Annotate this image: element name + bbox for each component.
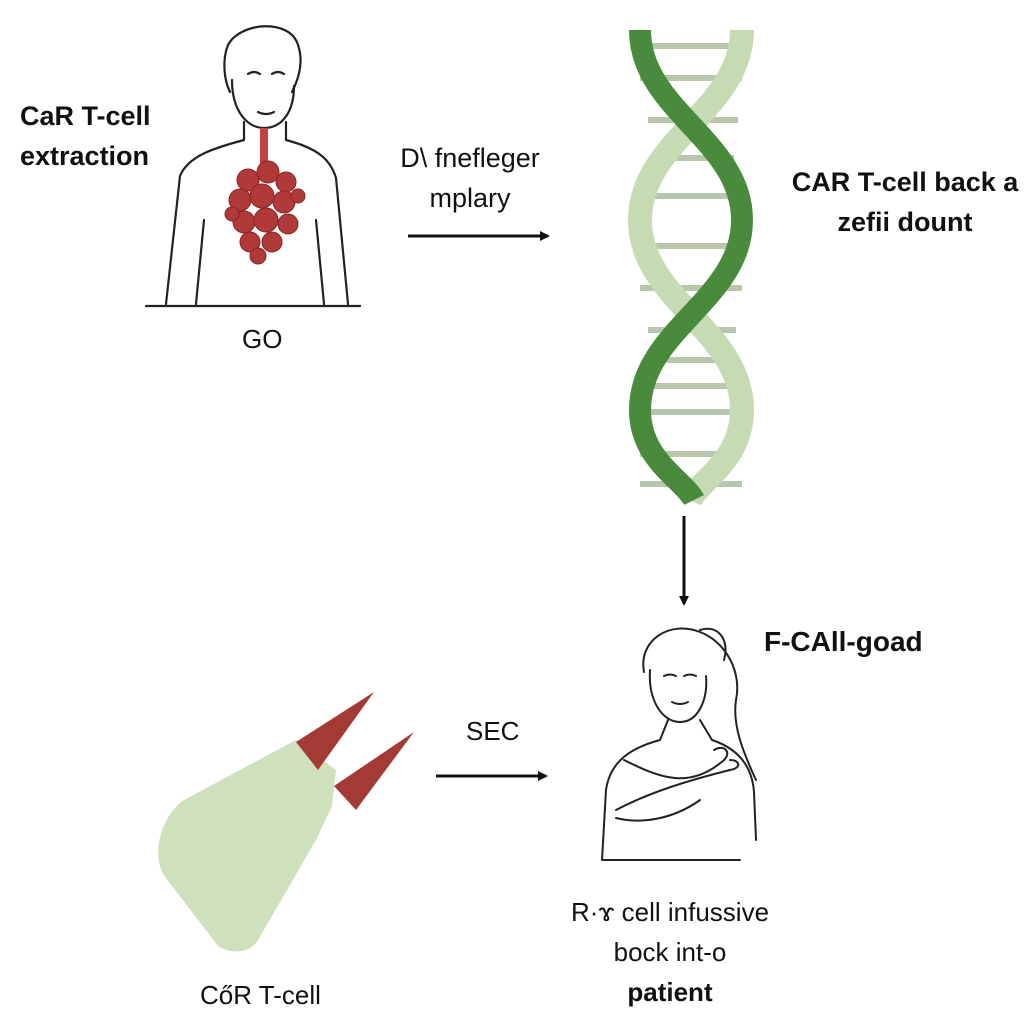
bag-caption: CőR T-cell [200,980,321,1010]
return-label: CAR T-cell back a zefii dount [780,162,1024,242]
infusion-label-line3: patient [627,977,713,1007]
extraction-label: CaR T-cell extraction [20,96,151,176]
return-label-line1: CAR T-cell back a [791,167,1019,197]
male-figure-icon [144,25,362,308]
bag-arrow-label: SEC [466,716,520,746]
extraction-label-line1: CaR T-cell [20,101,151,131]
modification-label-line2: mplary [429,183,511,213]
organ-cluster-icon [224,128,306,265]
dna-helix-icon [627,29,755,507]
modification-label: D\ fnefleger mplary [380,138,560,218]
extraction-label-line2: extraction [20,141,150,171]
return-label-line2: zefii dount [837,207,973,237]
extraction-caption: GO [242,324,283,354]
patient-figure-icon [601,627,757,861]
patient-label: F-CAll-goad [764,626,923,657]
infusion-label-line1: R·ɤ cell infussive [570,897,770,927]
infusion-label: R·ɤ cell infussive bock int-o patient [540,892,800,1012]
infusion-label-line2: bock int-o [613,937,727,967]
infusion-bag-icon [158,692,414,952]
modification-label-line1: D\ fnefleger [400,143,540,173]
